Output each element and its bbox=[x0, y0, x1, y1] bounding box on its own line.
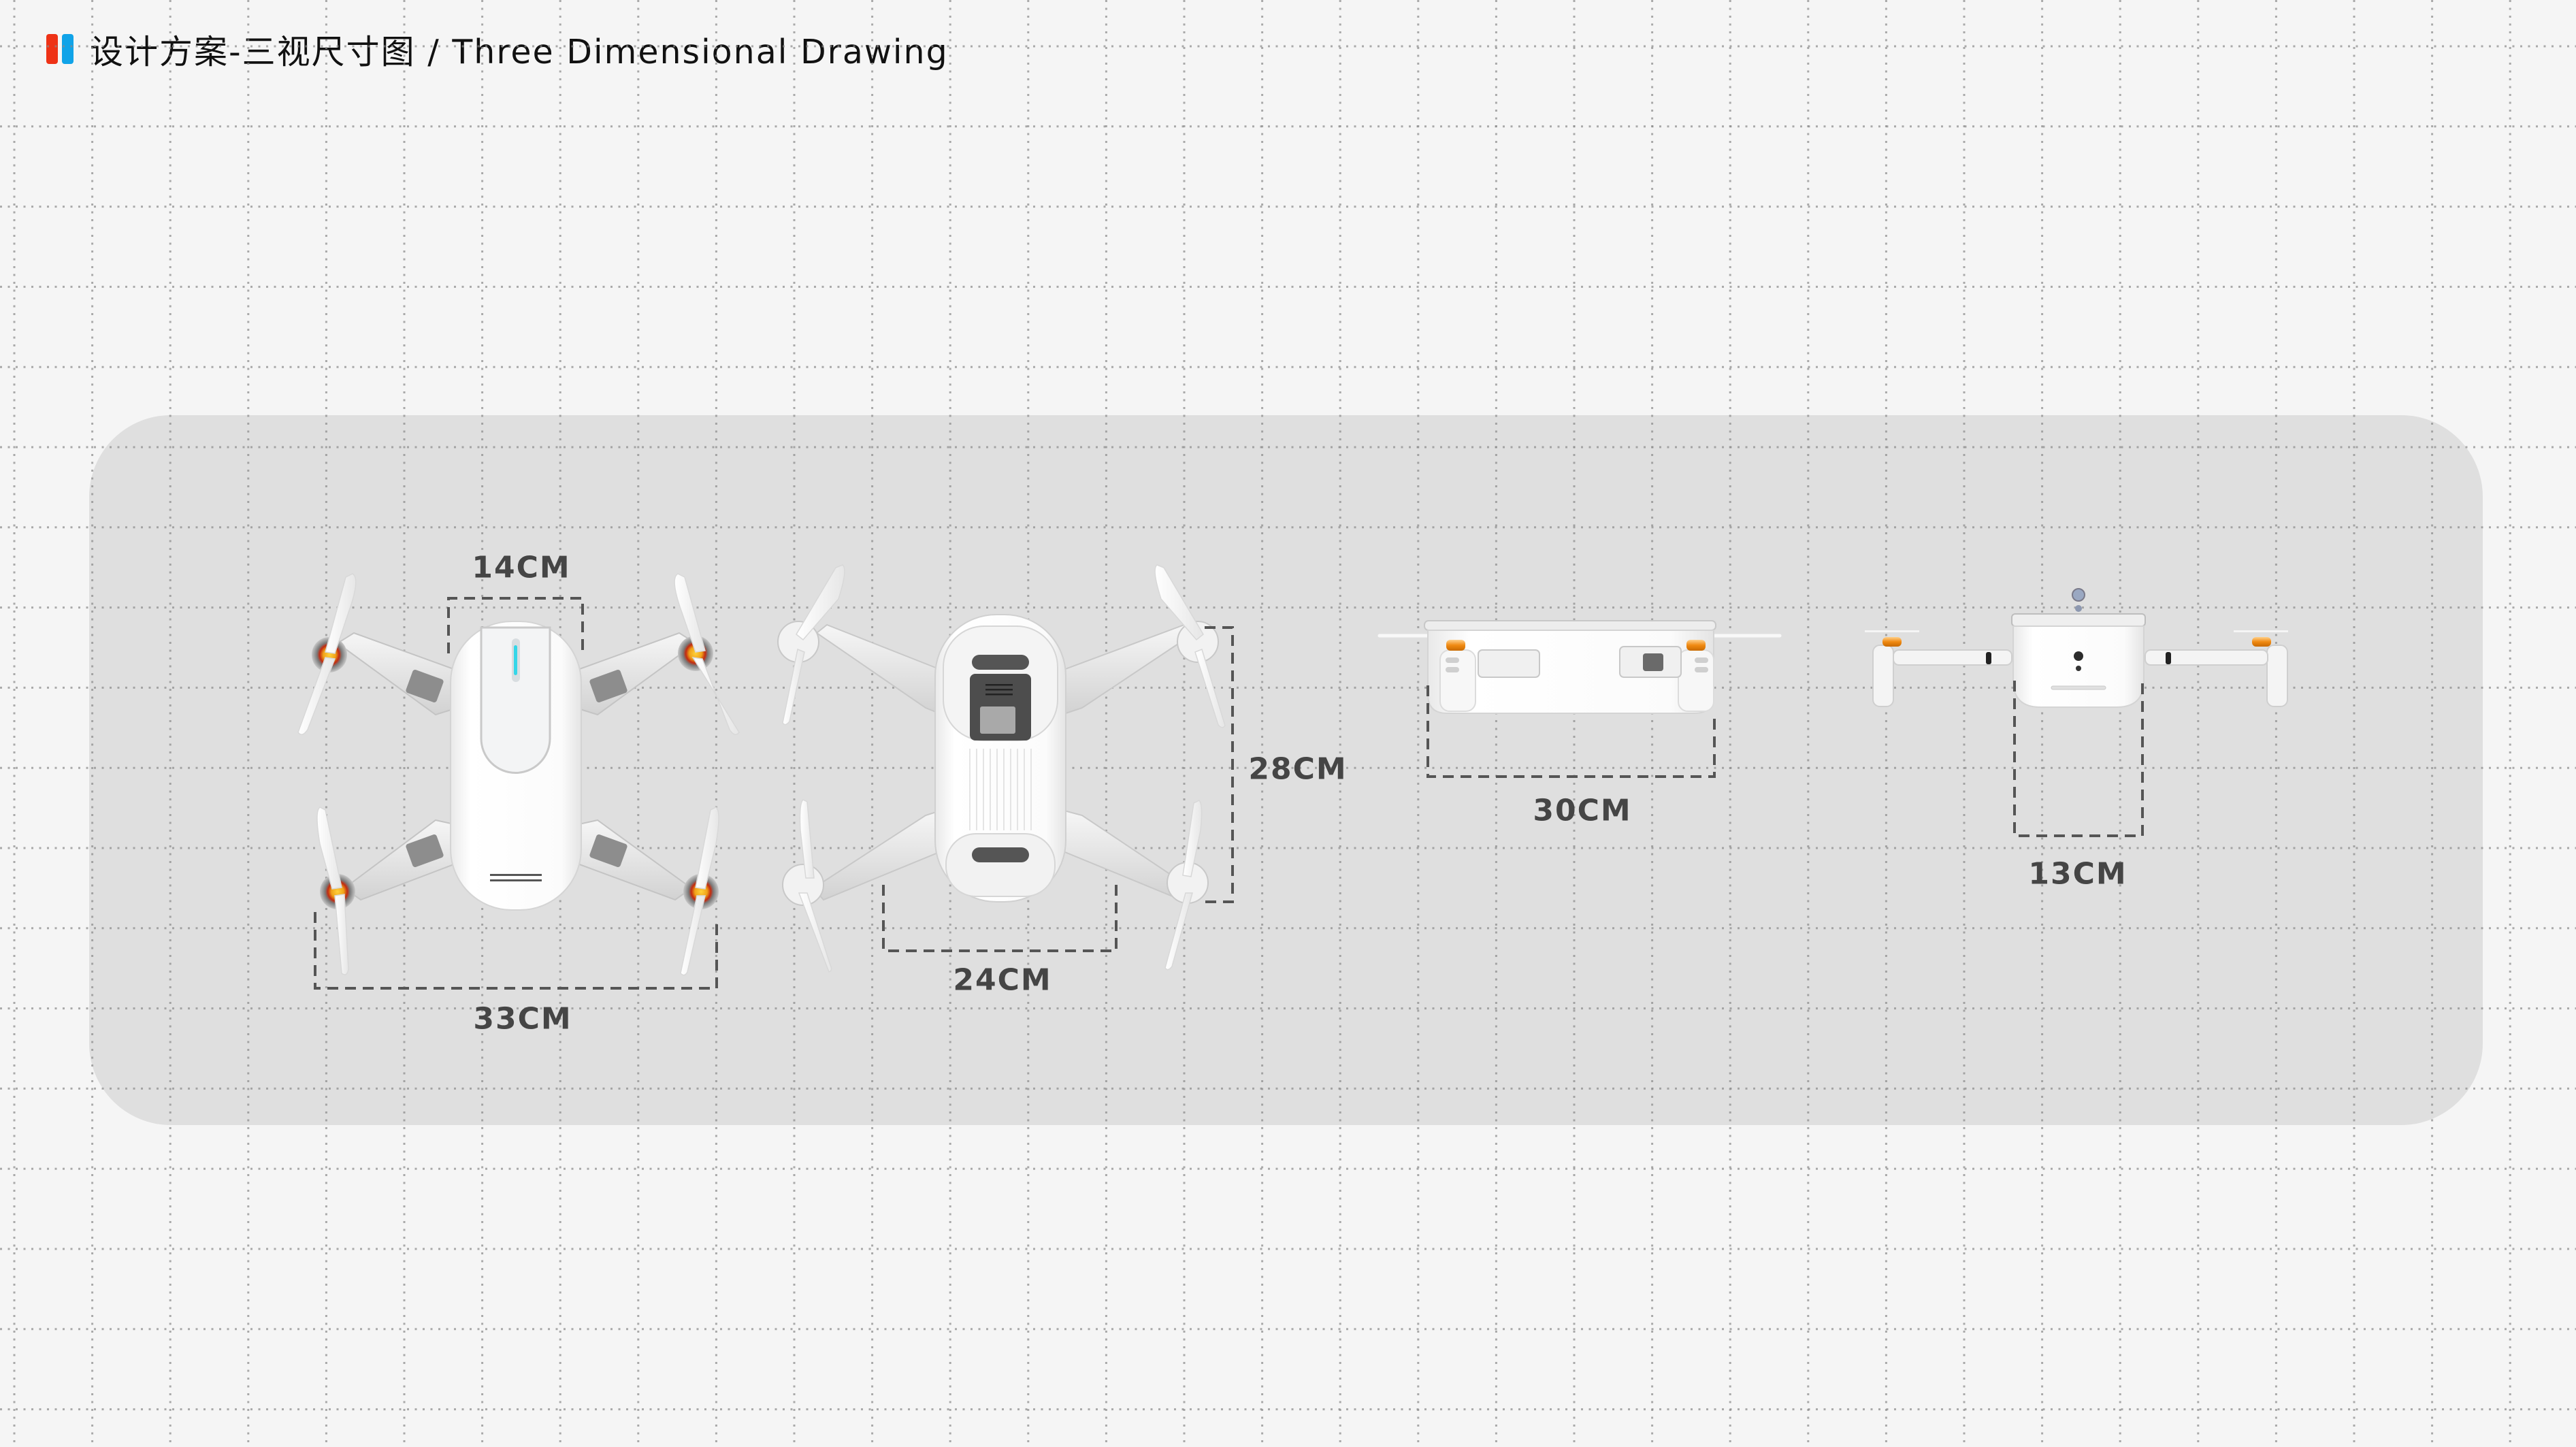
dim-label-14cm: 14CM bbox=[472, 550, 571, 585]
bottom-view-speaker-icon bbox=[985, 684, 1013, 696]
side-view-camera-icon bbox=[2074, 651, 2083, 661]
bottom-view-motors bbox=[777, 621, 1219, 906]
top-view-propellers bbox=[297, 573, 740, 976]
bottom-view-ribs bbox=[969, 749, 1032, 830]
page-title: 设计方案-三视尺寸图 / Three Dimensional Drawing bbox=[90, 32, 949, 71]
top-view-arm-joints bbox=[406, 670, 627, 867]
side-view-drone bbox=[1865, 588, 2288, 708]
front-view-hinge-left bbox=[1478, 649, 1540, 678]
bottom-view-drone bbox=[777, 564, 1226, 973]
front-view-leg-slots bbox=[1446, 657, 1708, 672]
bottom-view-vent-bottom bbox=[972, 847, 1029, 862]
side-view-tof-sensor bbox=[2076, 666, 2081, 671]
bottom-view-propellers bbox=[782, 564, 1226, 973]
dim-24cm-bracket bbox=[882, 883, 1118, 952]
dim-label-28cm: 28CM bbox=[1248, 751, 1348, 787]
dimension-lines bbox=[314, 597, 2144, 990]
front-view-drone bbox=[1377, 620, 1782, 714]
side-view-sensor-dot bbox=[2075, 605, 2082, 612]
side-view-slot bbox=[2051, 685, 2106, 690]
side-view-motors bbox=[1865, 630, 2288, 647]
dim-label-13cm: 13CM bbox=[2028, 856, 2127, 892]
bottom-view-sensor-plate bbox=[980, 706, 1015, 734]
front-view-motors bbox=[1446, 640, 1706, 651]
dim-14cm-bracket bbox=[447, 597, 584, 653]
side-view-lid bbox=[2011, 613, 2146, 627]
page-header: 设计方案-三视尺寸图 / Three Dimensional Drawing bbox=[46, 27, 949, 71]
dim-13cm-bracket bbox=[2013, 681, 2144, 837]
brand-logo-icon bbox=[46, 34, 74, 64]
dim-30cm-bracket bbox=[1426, 685, 1716, 778]
bottom-view-arms bbox=[812, 623, 1196, 901]
logo-red-bar bbox=[46, 34, 58, 64]
logo-blue-bar bbox=[62, 34, 74, 64]
top-view-drone bbox=[297, 573, 740, 976]
front-view-lid bbox=[1424, 620, 1716, 631]
dim-label-24cm: 24CM bbox=[953, 962, 1052, 998]
dim-28cm-bracket bbox=[1205, 626, 1234, 903]
dim-label-30cm: 30CM bbox=[1533, 793, 1632, 828]
led-light bbox=[514, 645, 517, 675]
top-view-motors bbox=[312, 636, 719, 909]
dim-33cm-bracket bbox=[314, 912, 718, 990]
top-view-speaker-grille-icon bbox=[490, 874, 542, 881]
side-view-camera-lens-icon bbox=[2072, 588, 2085, 602]
top-view-cover bbox=[480, 626, 551, 774]
side-view-arms bbox=[1872, 645, 2288, 707]
dim-label-33cm: 33CM bbox=[473, 1001, 572, 1037]
bottom-view-rear-shell bbox=[945, 833, 1056, 897]
side-view-hinges bbox=[1986, 652, 2171, 664]
bottom-view-vent-top bbox=[972, 655, 1029, 670]
front-view-port bbox=[1643, 653, 1663, 671]
